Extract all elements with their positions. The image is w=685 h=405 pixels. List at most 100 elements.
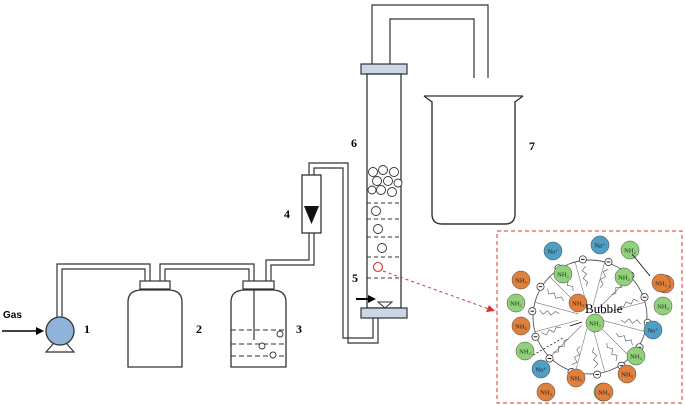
ion-na: Na⁺ [543,241,563,261]
ion-nh3-orange: NH₃ [511,316,531,336]
ion-nh2-green: NH₂ [506,293,526,313]
bubble-inset: Na⁺Na⁺NH₂NH₃NH₂NH₃NH₂NH₃NH₂NH₃NH₂Na⁺NH₂N… [496,230,683,404]
ion-na: Na⁺ [531,359,551,379]
radial-line [592,261,605,306]
ion-circle [511,316,531,336]
ion-label: NH₃ [621,371,633,378]
ion-circle [614,267,634,287]
liquid-bottle [230,280,287,368]
ion-circle [626,346,646,366]
inset-arrow-1 [569,321,583,327]
ion-nh2-green: NH₂ [620,240,640,260]
ion-label: Na⁺ [547,248,558,255]
tubing [56,4,489,344]
collector-tail [592,347,599,369]
radial-line [601,301,646,315]
ion-nh3-orange: NH₃ [617,364,637,384]
label-inlet: 5 [352,271,358,285]
bubble-label: Bubble [585,301,623,316]
ion-label: NH₂ [557,271,569,278]
ion-circle [585,313,605,333]
ion-circle [536,382,556,402]
label-pump: 1 [84,322,90,336]
ion-label: NH₂ [618,274,630,281]
radial-line [601,319,646,332]
gas-inlet-arrow [2,327,44,335]
ion-nh3-orange: NH₃ [566,368,586,388]
ion-label: NH₃ [572,300,584,307]
collection-beaker [423,95,524,225]
gas-pump [44,316,76,353]
ion-circle [515,341,535,361]
ion-label: NH₂ [630,353,642,360]
ion-nh3-orange: NH₃ [511,270,531,290]
label-column: 6 [351,136,357,150]
ion-circle [543,241,563,261]
ion-circle [511,270,531,290]
ion-label: NH₂ [519,348,531,355]
ion-circle [506,293,526,313]
ion-label: NH₂ [657,303,669,310]
ion-circle [643,320,663,340]
ion-nh3-orange: NH₃ [568,293,588,313]
ion-circle [594,382,614,402]
collector-tail [581,265,588,287]
label-bottle-empty: 2 [196,322,202,336]
rising-bubbles [371,206,387,253]
ion-nh2-green: NH₂ [626,346,646,366]
foam-bubbles [367,165,403,197]
highlighted-bubble [372,261,384,273]
ion-label: NH₃ [540,389,552,396]
radial-line [592,328,606,373]
ion-circle [653,296,673,316]
radial-line [534,319,579,333]
ion-label: NH₃ [570,375,582,382]
radial-line [598,325,631,358]
inset-arrow-2 [631,253,651,277]
ion-nh2-green: NH₂ [553,264,573,284]
collector-tail [539,309,560,316]
gas-label: Gas [3,310,22,321]
label-flowmeter: 4 [284,207,290,221]
ion-nh3-orange: NH₃ [594,382,614,402]
flowmeter [301,174,322,234]
ion-label: NH₂ [510,300,522,307]
ion-circle [620,240,640,260]
radial-line [534,302,579,315]
ion-na: Na⁺ [590,235,610,255]
ion-nh2-green: NH₂ [614,267,634,287]
flotation-column [360,63,408,319]
label-bottle-liquid: 3 [296,322,302,336]
inset-arrow-3 [532,337,564,356]
ion-circle [568,293,588,313]
ion-label: NH₃ [598,389,610,396]
collector-tail [552,338,569,353]
ion-nh2-green: NH₂ [585,313,605,333]
ion-label: Na⁺ [594,242,605,249]
collector-tail [606,342,618,361]
ion-circle [531,359,551,379]
ion-label: Na⁺ [647,327,658,334]
pump-body [45,316,75,346]
ion-nh2-green: NH₂ [653,296,673,316]
collector-tail [599,269,609,288]
ion-nh2-green: NH₂ [515,341,535,361]
ion-na: Na⁺ [643,320,663,340]
callout-arrowhead [486,305,495,312]
column-bottom-plate [360,307,408,319]
ion-circle [617,364,637,384]
collector-tail [571,346,581,365]
collector-tail [620,318,641,325]
ion-label: NH₃ [515,277,527,284]
column-top-plate [360,63,408,75]
ion-circle [553,264,573,284]
ion-circle [590,235,610,255]
callout-line [382,270,490,310]
ion-nh3-orange: NH₃ [536,382,556,402]
ion-label: NH₃ [655,280,667,287]
collector-tail [619,298,639,308]
collector-tails [539,265,641,369]
radial-line [575,328,588,373]
collector-tail [616,333,633,346]
